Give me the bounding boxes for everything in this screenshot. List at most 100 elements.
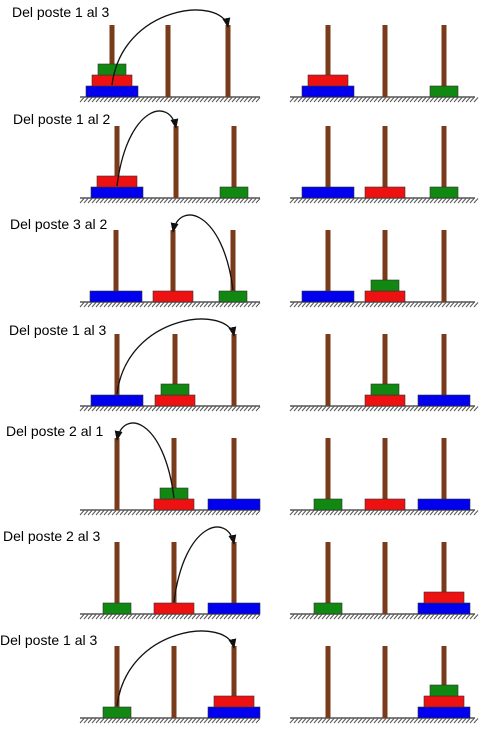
step-7-after-disk-large bbox=[417, 706, 471, 719]
step-5-before-pole-3 bbox=[231, 438, 237, 510]
step-3-after-ground bbox=[289, 301, 479, 308]
step-7-before-disk-small bbox=[102, 706, 132, 719]
step-7-before-ground bbox=[79, 717, 261, 724]
step-7-after-pole-3 bbox=[441, 646, 447, 718]
step-1-before-disk-small bbox=[97, 63, 127, 76]
step-4-after-disk-medium bbox=[364, 394, 406, 407]
step-4-before-ground bbox=[79, 405, 261, 412]
step-6-before-disk-medium bbox=[153, 602, 195, 615]
step-5-after-pole-2 bbox=[382, 438, 388, 510]
step-4-after-ground bbox=[289, 405, 479, 412]
step-1 bbox=[79, 9, 479, 103]
step-7-before-disk-medium bbox=[213, 695, 255, 708]
step-7-after-ground bbox=[289, 717, 479, 724]
step-5 bbox=[79, 422, 479, 516]
step-2-before-disk-small bbox=[219, 186, 249, 199]
step-1-after-pole-3 bbox=[441, 25, 447, 97]
step-7-after-pole-2 bbox=[382, 646, 388, 718]
step-5-after-disk-small bbox=[313, 498, 343, 511]
step-6-after-disk-large bbox=[417, 602, 471, 615]
step-5-caption: Del poste 2 al 1 bbox=[6, 423, 104, 439]
step-4-before-disk-large bbox=[90, 394, 144, 407]
step-5-before-disk-medium bbox=[153, 498, 195, 511]
step-3 bbox=[79, 214, 479, 308]
step-5-after-board bbox=[289, 438, 479, 516]
step-6-before-ground bbox=[79, 613, 261, 620]
step-2-after-pole-3 bbox=[441, 126, 447, 198]
step-2-move-arrow bbox=[116, 110, 179, 187]
step-2-before-pole-1 bbox=[114, 126, 120, 198]
step-3-caption: Del poste 3 al 2 bbox=[10, 216, 108, 232]
step-3-after-board bbox=[289, 230, 479, 308]
step-6-before-pole-3 bbox=[231, 542, 237, 614]
step-2-after-ground bbox=[289, 197, 479, 204]
step-2-before-disk-large bbox=[90, 186, 144, 199]
step-3-before-disk-medium bbox=[152, 290, 194, 303]
step-3-before-disk-large bbox=[89, 290, 143, 303]
step-6-after-ground bbox=[289, 613, 479, 620]
step-4-caption: Del poste 1 al 3 bbox=[9, 322, 107, 338]
step-7-before-disk-large bbox=[207, 706, 261, 719]
step-1-before-pole-2 bbox=[165, 25, 171, 97]
step-4-after-disk-small bbox=[370, 383, 400, 396]
step-5-before-board bbox=[79, 422, 261, 516]
step-2-after-disk-medium bbox=[364, 186, 406, 199]
step-3-before-board bbox=[79, 214, 261, 308]
step-4-after-board bbox=[289, 334, 479, 412]
step-7-before-pole-1 bbox=[114, 646, 120, 718]
step-5-after-ground bbox=[289, 509, 479, 516]
step-4-before-pole-3 bbox=[231, 334, 237, 406]
step-6-before-pole-2 bbox=[171, 542, 177, 614]
step-6-after-pole-2 bbox=[382, 542, 388, 614]
step-7-after-disk-medium bbox=[423, 695, 465, 708]
step-2-before-pole-3 bbox=[231, 126, 237, 198]
step-1-before-ground bbox=[79, 96, 261, 103]
step-7-caption: Del poste 1 al 3 bbox=[0, 632, 98, 648]
step-7-after-disk-small bbox=[429, 684, 459, 697]
step-1-before-pole-3 bbox=[225, 25, 231, 97]
step-5-after-disk-medium bbox=[364, 498, 406, 511]
step-6-after-pole-3 bbox=[441, 542, 447, 614]
step-1-before-pole-1 bbox=[109, 25, 115, 97]
step-4 bbox=[79, 318, 479, 412]
step-5-after-disk-large bbox=[417, 498, 471, 511]
step-3-before-disk-small bbox=[218, 290, 248, 303]
step-4-after-pole-2 bbox=[382, 334, 388, 406]
step-1-after-ground bbox=[289, 96, 479, 103]
step-5-before-pole-2 bbox=[171, 438, 177, 510]
step-2 bbox=[79, 110, 479, 204]
step-7-before-pole-3 bbox=[231, 646, 237, 718]
step-7-before-pole-2 bbox=[171, 646, 177, 718]
step-7-move-arrow bbox=[116, 630, 237, 707]
step-6-before-pole-1 bbox=[114, 542, 120, 614]
step-7-before-board bbox=[79, 630, 261, 724]
step-6-after-disk-medium bbox=[423, 591, 465, 604]
step-3-before-ground bbox=[79, 301, 261, 308]
step-6-after-disk-small bbox=[313, 602, 343, 615]
step-7 bbox=[79, 630, 479, 724]
step-5-after-pole-1 bbox=[325, 438, 331, 510]
step-5-before-ground bbox=[79, 509, 261, 516]
step-4-move-arrow bbox=[116, 318, 237, 395]
step-5-after-pole-3 bbox=[441, 438, 447, 510]
step-4-before-pole-2 bbox=[172, 334, 178, 406]
step-4-before-disk-medium bbox=[154, 394, 196, 407]
step-2-before-pole-2 bbox=[173, 126, 179, 198]
step-6 bbox=[79, 526, 479, 620]
step-1-after-board bbox=[289, 25, 479, 103]
step-3-after-disk-large bbox=[301, 290, 355, 303]
step-4-before-pole-1 bbox=[114, 334, 120, 406]
step-7-after-board bbox=[289, 646, 479, 724]
step-3-after-pole-2 bbox=[382, 230, 388, 302]
step-1-after-disk-small bbox=[429, 85, 459, 98]
step-3-before-pole-1 bbox=[113, 230, 119, 302]
step-4-after-disk-large bbox=[417, 394, 471, 407]
step-6-after-board bbox=[289, 542, 479, 620]
step-6-caption: Del poste 2 al 3 bbox=[3, 528, 101, 544]
step-6-move-arrow bbox=[173, 526, 237, 603]
step-3-after-disk-medium bbox=[364, 290, 406, 303]
step-1-after-pole-2 bbox=[382, 25, 388, 97]
step-4-after-pole-3 bbox=[441, 334, 447, 406]
